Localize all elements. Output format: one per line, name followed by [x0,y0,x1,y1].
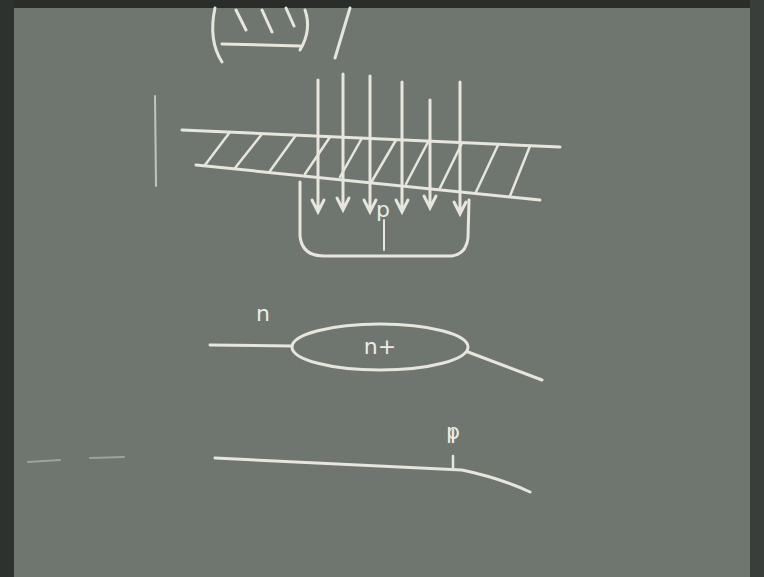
doped-lens-region: n+ [290,322,470,372]
implant-region: p [300,196,470,256]
region-label: n+ [364,335,396,359]
region-label: p [376,198,470,222]
region-label: n [256,302,270,326]
region-label: p [446,420,460,444]
